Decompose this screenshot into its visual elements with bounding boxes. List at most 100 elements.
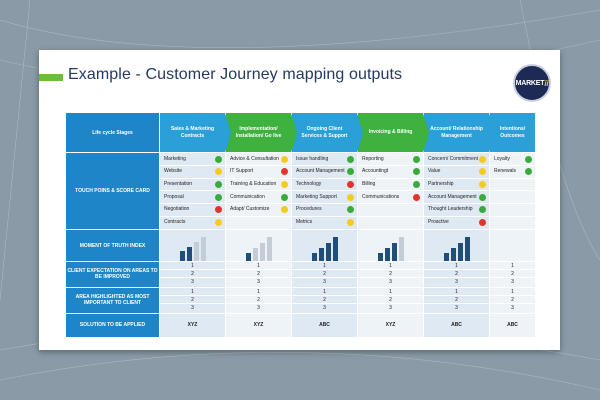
status-dot-yellow: [281, 206, 288, 214]
touch-point-item: Marketing: [160, 154, 225, 167]
touch-point-item: Concern/ Commitment: [424, 154, 489, 167]
stage-name: Invoicing & Billing: [368, 129, 413, 136]
status-dot-yellow: [215, 219, 222, 227]
stage-arrow: [489, 113, 495, 153]
moment-index-cell: [357, 229, 424, 262]
moment-bar: [464, 236, 470, 261]
stage-name: Intentions/ Outcomes: [499, 126, 526, 139]
highlighted-rank: 2: [424, 296, 489, 305]
solution-cell: ABC: [291, 312, 358, 339]
moment-bar: [266, 236, 272, 261]
stage-header-6: Intentions/ Outcomes: [489, 111, 536, 154]
status-dot-green: [215, 193, 222, 201]
solution-cell: XYZ: [225, 312, 292, 339]
moment-index-chart: [292, 231, 357, 261]
moment-bar: [245, 252, 251, 261]
moment-bar: [311, 252, 317, 261]
moment-index-chart: [424, 231, 489, 261]
moment-index-cell: [159, 229, 226, 262]
touch-point-item: Renewals: [490, 166, 535, 179]
touch-point-item: IT Support: [226, 166, 291, 179]
status-dot-yellow: [479, 181, 486, 189]
moment-index-cell: [291, 229, 358, 262]
highlighted-rank: 3: [257, 305, 260, 312]
moment-bar: [193, 241, 199, 261]
expectation-rank: 1: [358, 262, 423, 271]
row-label-solution: SOLUTION TO BE APPLIED: [65, 312, 160, 339]
highlighted-rank: 1: [358, 288, 423, 297]
status-dot-yellow: [347, 193, 354, 201]
touch-point-label: Thought Leadership: [428, 206, 473, 213]
touch-point-item: Accountingt: [358, 166, 423, 179]
status-dot-yellow: [479, 155, 486, 163]
touch-point-label: Metrics: [296, 219, 313, 226]
expectation-rank: 2: [424, 270, 489, 279]
row-label-moment: MOMENT OF TRUTH INDEX: [65, 229, 160, 262]
moment-bar: [186, 246, 192, 261]
touch-point-label: Account Management: [296, 168, 345, 175]
expectation-rank: 2: [160, 270, 225, 279]
expectation-rank: 3: [323, 279, 326, 286]
moment-bar: [443, 252, 449, 261]
status-dot-red: [479, 219, 486, 227]
highlighted-rank: 1: [226, 288, 291, 297]
moment-index-chart: [490, 231, 535, 261]
touch-point-item: [358, 204, 423, 217]
moment-index-cell: [225, 229, 292, 262]
row-label-highlighted: AREA HIGHLIGHTED AS MOST IMPORTANT TO CL…: [65, 286, 160, 314]
moment-bar: [332, 236, 338, 261]
touch-point-item: Marketing Support: [292, 191, 357, 204]
expectation-rank: 1: [292, 262, 357, 271]
status-dot-green: [525, 168, 532, 176]
solution-cell: ABC: [489, 312, 536, 339]
moment-bar: [450, 247, 456, 261]
touch-point-label: Value: [428, 168, 441, 175]
stage-name: Sales & Marketing Contracts: [170, 126, 215, 139]
touch-point-label: IT Support: [230, 168, 254, 175]
status-dot-red: [215, 206, 222, 214]
touch-point-item: Billing: [358, 179, 423, 192]
row-label-expectation: CLIENT EXPECTATION ON AREAS TO BE IMPROV…: [65, 260, 160, 288]
expectation-rank: 3: [511, 279, 514, 286]
touch-point-item: Partnership: [424, 179, 489, 192]
highlighted-rank: 2: [358, 296, 423, 305]
touch-point-item: [358, 217, 423, 230]
status-dot-green: [347, 168, 354, 176]
moment-bar: [259, 242, 265, 261]
touch-point-item: Proactive: [424, 217, 489, 230]
status-dot-green: [479, 193, 486, 201]
expectation-rank: 3: [455, 279, 458, 286]
expectation-rank: 2: [226, 270, 291, 279]
status-dot-green: [413, 155, 420, 163]
touch-point-label: Loyalty: [494, 155, 510, 162]
stage-arrow: [423, 113, 429, 153]
status-dot-green: [215, 155, 222, 163]
status-dot-green: [347, 206, 354, 214]
moment-bar: [398, 236, 404, 261]
touch-point-item: Training & Education: [226, 179, 291, 192]
touch-point-label: Renewals: [494, 168, 516, 175]
touch-point-label: Advice & Consultation: [230, 155, 279, 162]
moment-bar: [200, 236, 206, 261]
status-dot-green: [413, 181, 420, 189]
slide-title: Example - Customer Journey mapping outpu…: [68, 66, 403, 83]
stage-arrow: [291, 113, 297, 153]
solution-cell: XYZ: [357, 312, 424, 339]
highlighted-rank: 2: [160, 296, 225, 305]
touch-point-label: Proposal: [164, 193, 184, 200]
moment-index-cell: [489, 229, 536, 262]
touch-point-label: Presentation: [164, 180, 193, 187]
expectation-rank: 3: [389, 279, 392, 286]
expectation-rank: 2: [490, 270, 535, 279]
touch-point-label: Reporting: [362, 155, 384, 162]
title-accent-bar: [39, 74, 63, 81]
moment-index-chart: [358, 231, 423, 261]
